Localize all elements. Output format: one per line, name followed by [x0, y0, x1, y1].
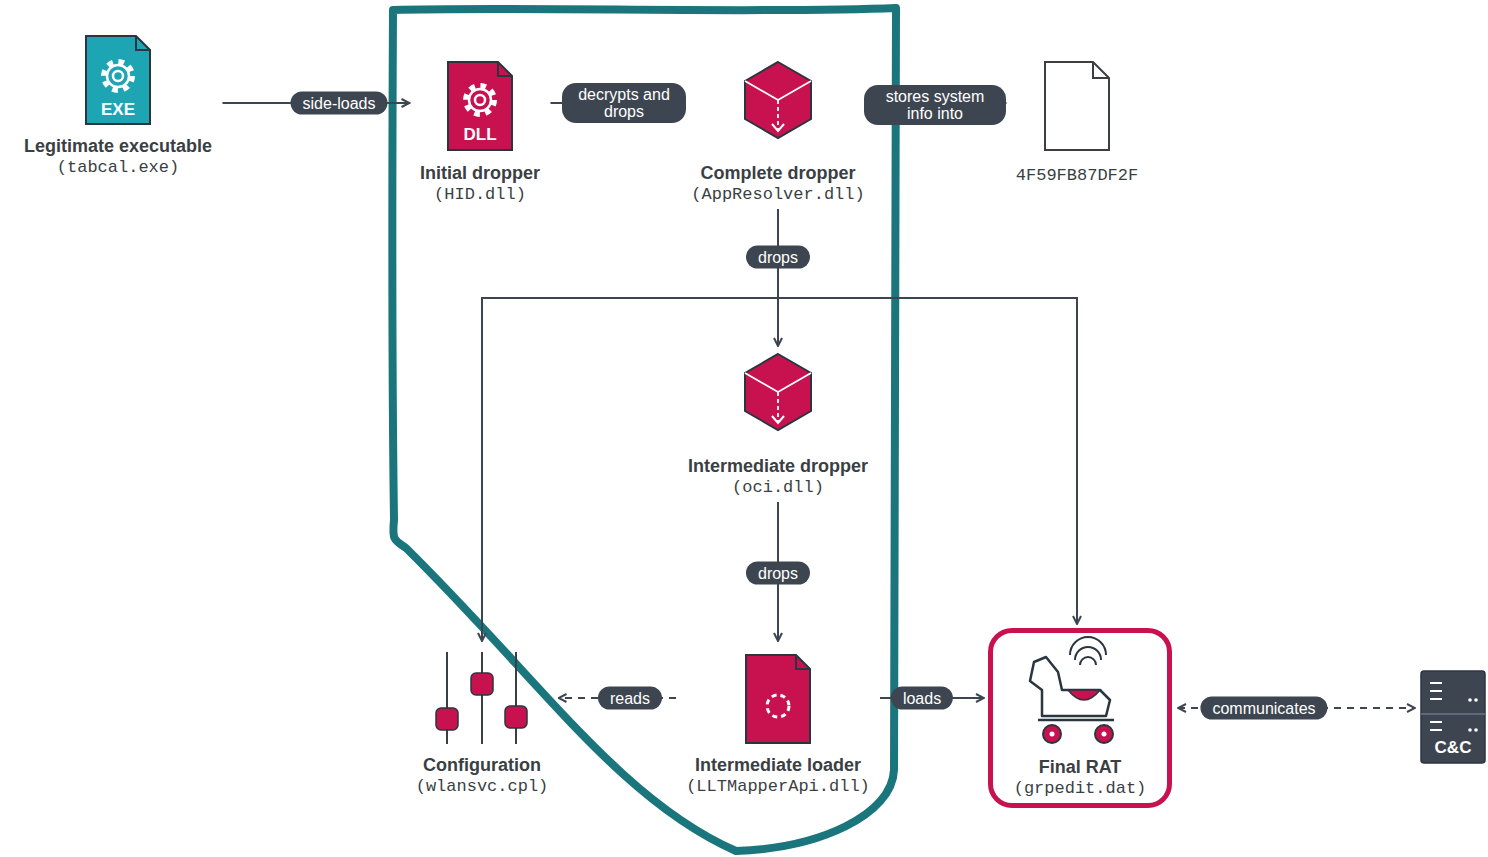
server-node: C&C [1421, 670, 1485, 762]
file-name: (oci.dll) [732, 477, 824, 498]
slider-icon [471, 673, 493, 695]
trojan-horse-icon [1075, 647, 1101, 660]
dll-icon [475, 95, 485, 105]
file-name: (grpedit.dat) [1014, 778, 1147, 799]
file-icon [1045, 62, 1109, 150]
edge-label: decrypts and drops [562, 83, 686, 123]
slider-icon [481, 652, 483, 744]
trojan-horse-icon [1095, 725, 1113, 743]
cube-icon [745, 62, 811, 138]
connector [1178, 707, 1415, 709]
dropper-node: Complete dropper(AppResolver.dll) [685, 58, 871, 205]
trojan-horse-icon [1080, 657, 1096, 665]
trojan-horse-icon [1030, 657, 1110, 716]
edge-label: drops [746, 562, 810, 585]
server-icon [1468, 728, 1472, 732]
node-title: Configuration [423, 755, 541, 776]
server-icon [1474, 698, 1478, 702]
file-name: (AppResolver.dll) [691, 184, 864, 205]
connector [875, 102, 1006, 104]
config-node: Configuration(wlansvc.cpl) [410, 645, 555, 797]
executable-node: EXE Legitimate executable(tabcal.exe) [18, 30, 219, 178]
exe-icon [104, 62, 132, 90]
node-title: Final RAT [1039, 757, 1122, 778]
loader-icon [746, 655, 810, 743]
edge-label: communicates [1200, 697, 1327, 720]
exe-icon [113, 71, 123, 81]
file-name: (HID.dll) [434, 184, 526, 205]
exe-icon [107, 65, 129, 87]
slider-icon [436, 652, 527, 744]
file-name: (tabcal.exe) [57, 157, 179, 178]
file-icon [1093, 62, 1109, 78]
trojan-horse-icon [1043, 725, 1061, 743]
trojan-horse-icon [1070, 637, 1106, 655]
dropper-node: Intermediate dropper(oci.dll) [682, 350, 875, 498]
edge-label: stores system info into [864, 85, 1006, 125]
dll-icon [469, 89, 491, 111]
trojan-horse-icon [1050, 732, 1055, 737]
connector [223, 102, 410, 104]
file-icon [1045, 62, 1109, 150]
connector [880, 697, 984, 699]
loader-node: Intermediate loader(LLTMapperApi.dll) [680, 645, 876, 797]
edge-label: loads [891, 687, 953, 710]
file-name: (LLTMapperApi.dll) [686, 776, 870, 797]
rat-box: Final RAT(grpedit.dat) [988, 628, 1172, 808]
node-title: Initial dropper [420, 163, 540, 184]
node-title: Legitimate executable [24, 136, 212, 157]
dll-node: DLL Initial dropper(HID.dll) [414, 58, 547, 205]
loader-icon [796, 655, 810, 669]
loader-icon [767, 695, 789, 717]
dll-icon [466, 86, 494, 114]
trojan-horse-icon [1102, 732, 1107, 737]
icon-label: C&C [1421, 738, 1485, 758]
slider-icon [515, 652, 517, 744]
cube-icon [745, 354, 811, 430]
trojan-horse-icon [1038, 719, 1114, 722]
node-title: Complete dropper [700, 163, 855, 184]
icon-label: EXE [18, 100, 219, 120]
server-icon [1430, 683, 1442, 730]
connector [777, 502, 779, 641]
icon-label: DLL [414, 125, 547, 145]
connector [551, 102, 682, 104]
node-title: Intermediate dropper [688, 456, 868, 477]
file-name: 4F59FB87DF2F [1016, 165, 1138, 186]
server-icon [1421, 713, 1485, 715]
node-title: Intermediate loader [695, 755, 861, 776]
connector [778, 209, 1077, 624]
server-icon [1421, 671, 1485, 763]
server-icon [1474, 728, 1478, 732]
edge-label: reads [598, 687, 662, 710]
edge-label: side-loads [291, 92, 388, 115]
trojan-horse-icon [1030, 637, 1114, 743]
loader-icon [746, 655, 810, 743]
dll-icon [498, 62, 512, 76]
connector [559, 697, 677, 699]
slider-icon [505, 706, 527, 728]
exe-icon [136, 36, 150, 50]
connector [482, 209, 778, 641]
slider-icon [436, 708, 458, 730]
server-icon [1421, 671, 1485, 763]
server-icon [1468, 698, 1472, 702]
file-node: 4F59FB87DF2F [1010, 58, 1145, 186]
trojan-horse-icon [1068, 690, 1100, 700]
highlight-outline [392, 8, 896, 851]
file-name: (wlansvc.cpl) [416, 776, 549, 797]
edge-label: drops [746, 246, 810, 269]
